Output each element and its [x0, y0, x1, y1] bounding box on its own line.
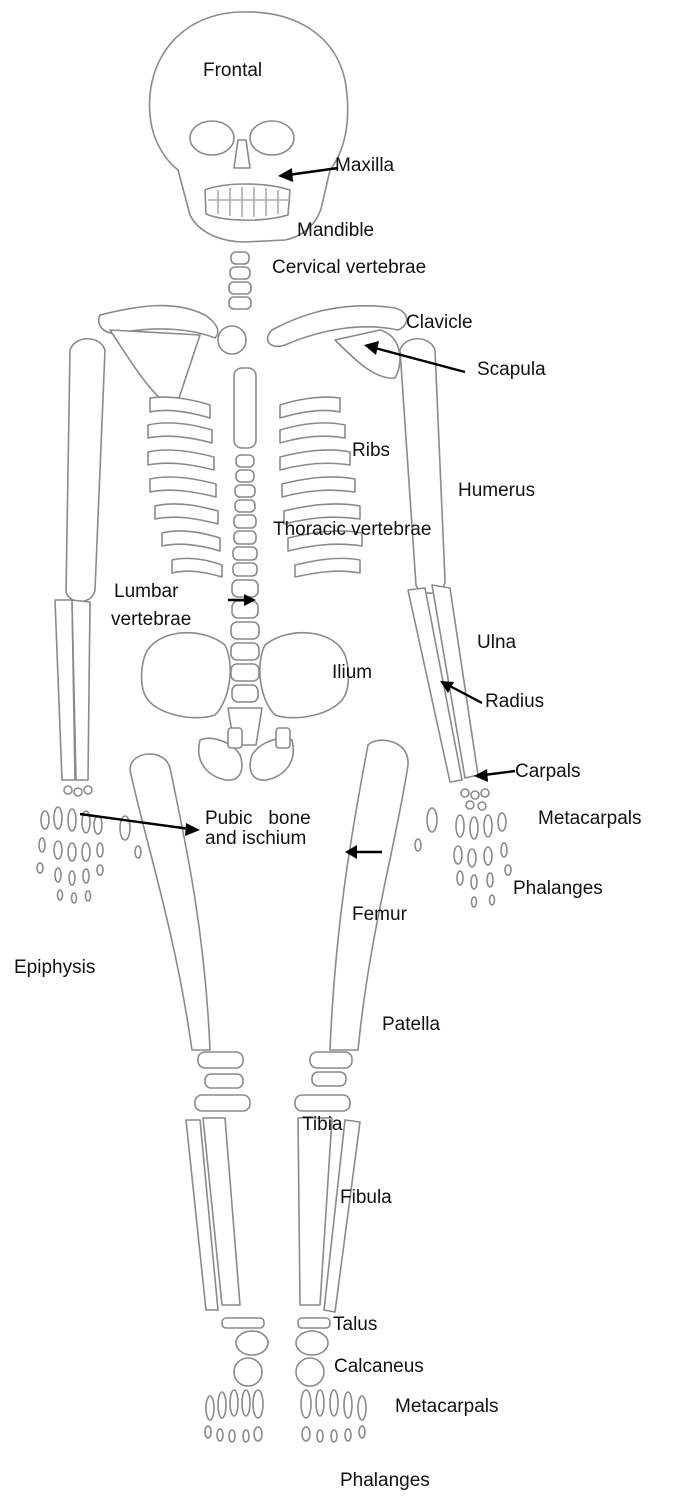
label-ulna: Ulna [477, 633, 516, 653]
left-hand [37, 786, 141, 903]
label-phalanges-hand: Phalanges [513, 879, 603, 899]
right-hand [415, 789, 511, 907]
label-frontal: Frontal [203, 61, 262, 81]
label-ribs: Ribs [352, 441, 390, 461]
label-maxilla: Maxilla [335, 156, 394, 176]
feet [205, 1318, 366, 1442]
label-phalanges-foot: Phalanges [340, 1471, 430, 1491]
label-patella: Patella [382, 1015, 440, 1035]
label-ilium: Ilium [332, 663, 372, 683]
femurs [130, 740, 408, 1050]
label-pubic-line2: and ischium [205, 829, 306, 849]
label-lumbar-line1: Lumbar [114, 582, 178, 602]
label-mandible: Mandible [297, 221, 374, 241]
label-cervical-vertebrae: Cervical vertebrae [272, 258, 426, 278]
label-tibia: Tibia [302, 1115, 342, 1135]
label-humerus: Humerus [458, 481, 535, 501]
label-metacarpals-hand: Metacarpals [538, 809, 642, 829]
label-clavicle: Clavicle [406, 313, 473, 333]
label-femur: Femur [352, 905, 407, 925]
label-epiphysis: Epiphysis [14, 958, 95, 978]
label-pubic-line1: Pubic bone [205, 809, 311, 829]
lower-legs [186, 1118, 360, 1312]
right-arm [400, 339, 478, 782]
label-thoracic-vertebrae: Thoracic vertebrae [273, 520, 431, 540]
label-scapula: Scapula [477, 360, 546, 380]
right-ribs [280, 397, 362, 577]
label-radius: Radius [485, 692, 544, 712]
label-carpals: Carpals [515, 762, 580, 782]
cervical-spine [229, 252, 251, 309]
label-talus: Talus [333, 1315, 377, 1335]
skull [150, 12, 348, 242]
label-fibula: Fibula [340, 1188, 392, 1208]
left-arm [55, 339, 105, 780]
left-ribs [148, 397, 222, 577]
label-metacarpals-foot: Metacarpals [395, 1397, 499, 1417]
label-calcaneus: Calcaneus [334, 1357, 424, 1377]
carpals-arrow [484, 771, 515, 775]
label-lumbar-line2: vertebrae [111, 610, 191, 630]
sternum [234, 368, 256, 448]
knees [195, 1052, 352, 1111]
